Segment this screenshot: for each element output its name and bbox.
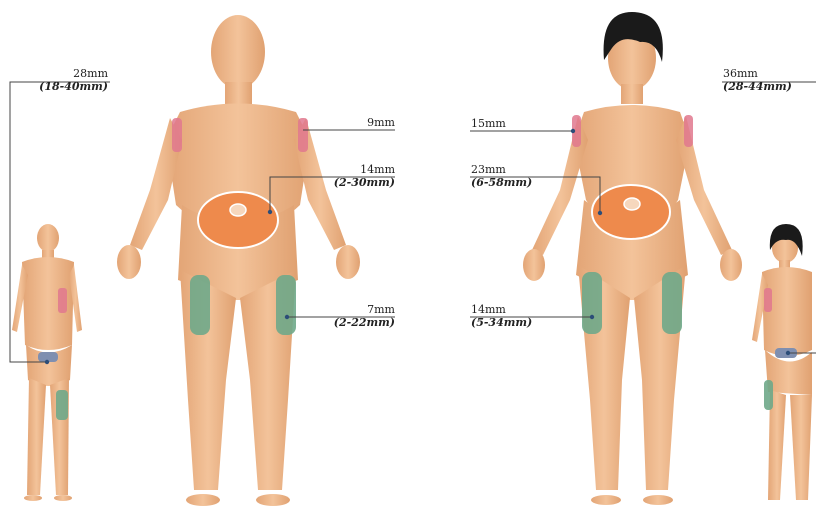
man-front-figure <box>117 15 360 506</box>
man-back-range: (18-40mm) <box>39 80 108 93</box>
woman-back-arm-site <box>764 288 772 312</box>
man-back-arm-site <box>58 288 67 313</box>
man-arm-site <box>298 118 308 152</box>
woman-navel-marker <box>624 198 640 210</box>
man-thigh-site <box>276 275 296 335</box>
woman-back-dot <box>786 351 790 355</box>
woman-abdomen-label: 23mm (6-58mm) <box>471 163 532 189</box>
man-thigh-range: (2-22mm) <box>334 316 395 329</box>
woman-arm-value: 15mm <box>471 117 506 130</box>
man-back-label: 28mm (18-40mm) <box>39 67 108 93</box>
woman-arm-label: 15mm <box>471 117 506 130</box>
man-back-dot <box>45 360 49 364</box>
man-arm-label: 9mm <box>367 116 395 129</box>
man-left-arm-site <box>172 118 182 152</box>
woman-back-range: (28-44mm) <box>723 80 792 93</box>
woman-thigh-dot <box>590 315 594 319</box>
leader-lines <box>10 82 816 362</box>
man-navel-marker <box>230 204 246 216</box>
man-back-thigh-site <box>56 390 68 420</box>
woman-thigh-site <box>582 272 602 334</box>
man-arm-value: 9mm <box>367 116 395 129</box>
woman-abdomen-site <box>592 185 670 239</box>
woman-abdomen-value: 23mm <box>471 163 532 176</box>
man-left-thigh-site <box>190 275 210 335</box>
man-abdomen-dot <box>268 210 272 214</box>
woman-abdomen-range: (6-58mm) <box>471 176 532 189</box>
woman-back-figure <box>752 233 812 500</box>
woman-thigh-value: 14mm <box>471 303 532 316</box>
man-thigh-dot <box>285 315 289 319</box>
woman-arm-dot <box>571 129 575 133</box>
woman-right-arm-site <box>684 115 693 147</box>
woman-thigh-label: 14mm (5-34mm) <box>471 303 532 329</box>
woman-front-figure <box>523 26 742 505</box>
man-thigh-value: 7mm <box>334 303 395 316</box>
man-abdomen-site <box>198 192 278 248</box>
man-abdomen-value: 14mm <box>334 163 395 176</box>
woman-back-thigh-site <box>764 380 773 410</box>
man-back-value: 28mm <box>39 67 108 80</box>
man-thigh-label: 7mm (2-22mm) <box>334 303 395 329</box>
man-abdomen-range: (2-30mm) <box>334 176 395 189</box>
woman-back-label: 36mm (28-44mm) <box>723 67 792 93</box>
woman-abdomen-dot <box>598 211 602 215</box>
woman-thigh-range: (5-34mm) <box>471 316 532 329</box>
man-abdomen-label: 14mm (2-30mm) <box>334 163 395 189</box>
woman-right-thigh-site <box>662 272 682 334</box>
woman-back-value: 36mm <box>723 67 792 80</box>
